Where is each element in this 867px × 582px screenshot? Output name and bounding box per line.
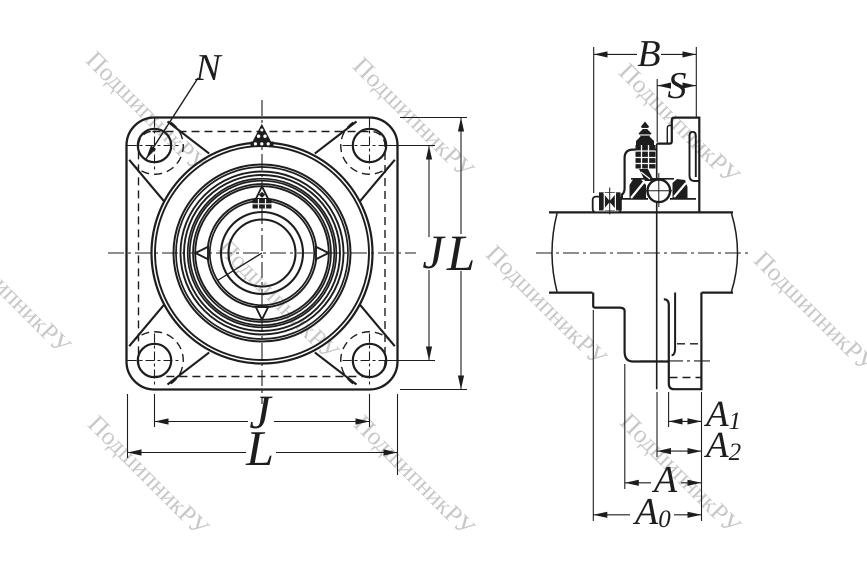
svg-text:J: J	[422, 226, 446, 279]
svg-text:L: L	[446, 226, 475, 282]
svg-text:J: J	[249, 386, 273, 439]
svg-text:B: B	[637, 33, 660, 75]
svg-text:A2: A2	[703, 425, 741, 466]
svg-text:L: L	[245, 420, 274, 476]
svg-text:A: A	[651, 459, 678, 501]
svg-text:S: S	[668, 65, 687, 107]
svg-text:N: N	[194, 47, 223, 89]
